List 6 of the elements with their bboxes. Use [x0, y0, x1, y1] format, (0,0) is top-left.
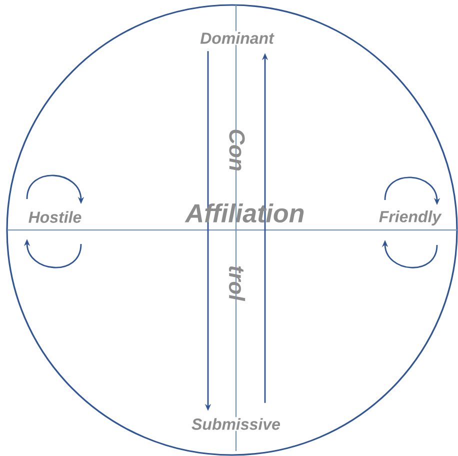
pole-label: Friendly — [378, 210, 442, 226]
axis-label: Con — [229, 130, 245, 170]
pole-label: Dominant — [199, 31, 275, 45]
pole-label: Submissive — [190, 417, 282, 431]
axis-label: trol — [228, 266, 246, 302]
pole-label: Hostile — [27, 210, 83, 224]
